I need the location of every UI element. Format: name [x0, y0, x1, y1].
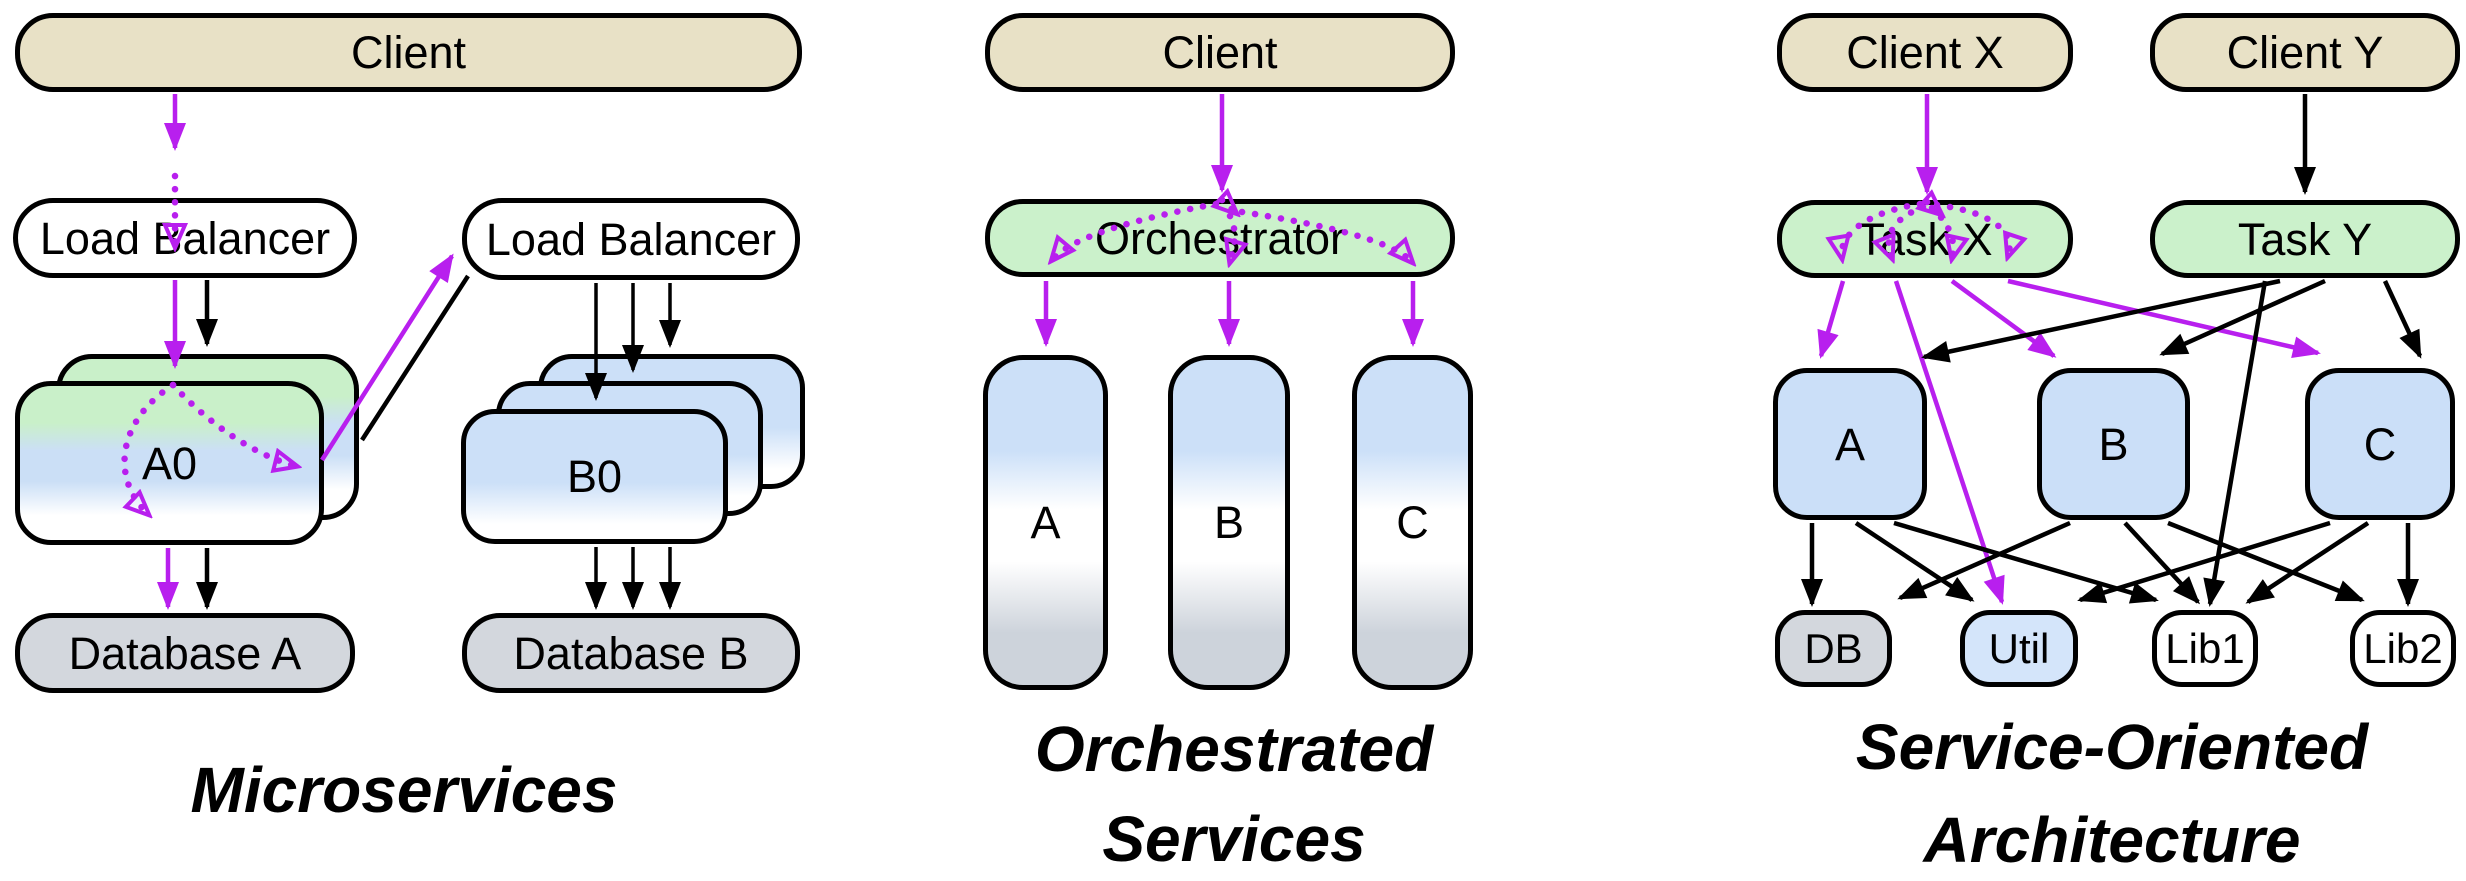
node-label: Client Y — [2226, 27, 2384, 78]
node-label: Client — [350, 27, 467, 78]
edge-taskx-to-b — [1950, 279, 2057, 358]
node-db: DB — [1775, 610, 1892, 687]
node-label: Database B — [513, 627, 749, 679]
node-util: Util — [1960, 610, 2078, 687]
node-label: B — [1213, 497, 1244, 548]
node-lib2: Lib2 — [2350, 610, 2456, 687]
edge-c-to-util — [2077, 520, 2331, 604]
node-label: Load Balancer — [39, 212, 331, 264]
node-label: A — [1834, 418, 1865, 470]
edge-b-to-db — [1897, 520, 2071, 601]
node-client-y: Client Y — [2150, 13, 2460, 92]
node-task-y: Task Y — [2150, 200, 2460, 278]
node-service-a0: A0 — [15, 381, 324, 545]
node-label: Load Balancer — [485, 213, 777, 265]
node-label: Orchestrator — [1094, 212, 1346, 264]
node-label: DB — [1804, 624, 1863, 672]
node-client-orchestrated: Client — [985, 13, 1455, 92]
node-label: Database A — [68, 627, 302, 679]
panel-title-orchestrated-line1: Orchestrated — [1034, 713, 1434, 785]
node-orchestrated-service-a: A — [983, 355, 1108, 690]
node-soa-service-a: A — [1773, 368, 1927, 520]
node-label: B0 — [566, 451, 623, 502]
node-database-b: Database B — [462, 613, 800, 693]
node-client-x: Client X — [1777, 13, 2073, 92]
node-label: Client — [1162, 27, 1278, 78]
node-label: Util — [1988, 624, 2050, 672]
node-orchestrated-service-c: C — [1352, 355, 1473, 690]
panel-title-microservices: Microservices — [190, 754, 618, 826]
panel-title-orchestrated-line2: Services — [1102, 803, 1366, 875]
edge-taskx-to-c — [2007, 278, 2321, 359]
edge-c-to-lib1 — [2245, 521, 2370, 604]
panel-title-soa-line1: Service-Oriented — [1855, 711, 2369, 783]
node-database-a: Database A — [15, 613, 355, 693]
node-label: C — [1396, 497, 1429, 548]
panel-title-soa-line2: Architecture — [1923, 804, 2301, 876]
edge-a0-to-lb2 — [360, 274, 470, 442]
node-label: Client X — [1846, 27, 2004, 78]
edge-taskx-to-a — [1817, 280, 1846, 359]
edge-tasky-to-b — [2159, 278, 2326, 357]
node-label: Lib2 — [2363, 624, 2443, 672]
node-orchestrator: Orchestrator — [985, 199, 1455, 277]
edge-tasky-to-c — [2382, 280, 2423, 359]
node-lib1: Lib1 — [2152, 610, 2258, 687]
node-label: Task X — [1857, 213, 1993, 265]
node-load-balancer-1: Load Balancer — [13, 198, 357, 278]
edge-b-to-lib2 — [2167, 520, 2365, 603]
node-load-balancer-2: Load Balancer — [462, 198, 800, 280]
edge-b-to-lib1 — [2123, 521, 2201, 605]
node-task-x: Task X — [1777, 200, 2073, 278]
node-service-b0: B0 — [461, 409, 728, 544]
edge-a-to-lib1 — [1893, 520, 2159, 604]
node-label: B — [2098, 418, 2129, 470]
node-soa-service-b: B — [2037, 368, 2190, 520]
node-label: Lib1 — [2165, 624, 2245, 672]
edges-soa — [1801, 94, 2423, 607]
edge-tasky-to-lib1 — [2203, 280, 2268, 607]
node-soa-service-c: C — [2305, 368, 2455, 520]
node-label: Task Y — [2237, 213, 2373, 265]
edge-a-to-util — [1854, 521, 1975, 602]
node-label: A0 — [141, 437, 198, 489]
node-orchestrated-service-b: B — [1168, 355, 1290, 690]
node-label: C — [2363, 418, 2397, 470]
node-label: A — [1030, 497, 1061, 548]
edge-tasky-to-a — [1921, 278, 2281, 363]
node-client-microservices: Client — [15, 13, 802, 92]
